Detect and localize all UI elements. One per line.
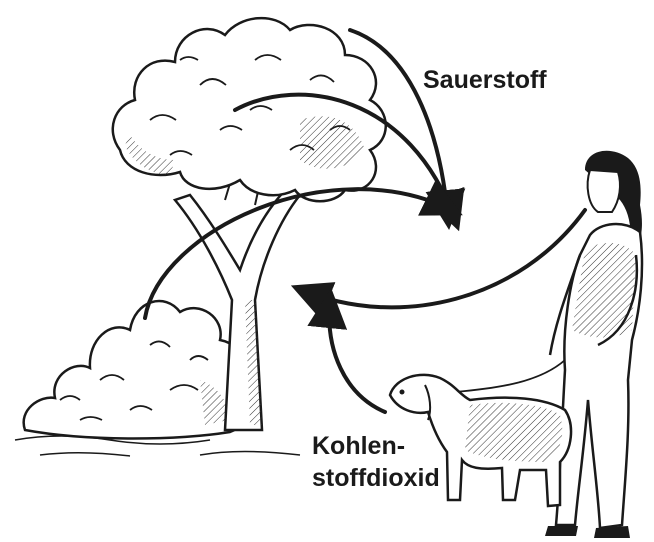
carbon-dioxide-label: Kohlen- stoffdioxid (312, 430, 440, 494)
leash-line (455, 360, 565, 392)
co2-arrow-from-dog (329, 300, 385, 412)
oxygen-label: Sauerstoff (423, 68, 547, 93)
co2-label-line1: Kohlen- (312, 430, 440, 462)
bush-icon (24, 301, 248, 439)
co2-arrow-from-woman (302, 210, 585, 307)
tree-crown-icon (113, 18, 386, 201)
co2-label-line2: stoffdioxid (312, 462, 440, 494)
